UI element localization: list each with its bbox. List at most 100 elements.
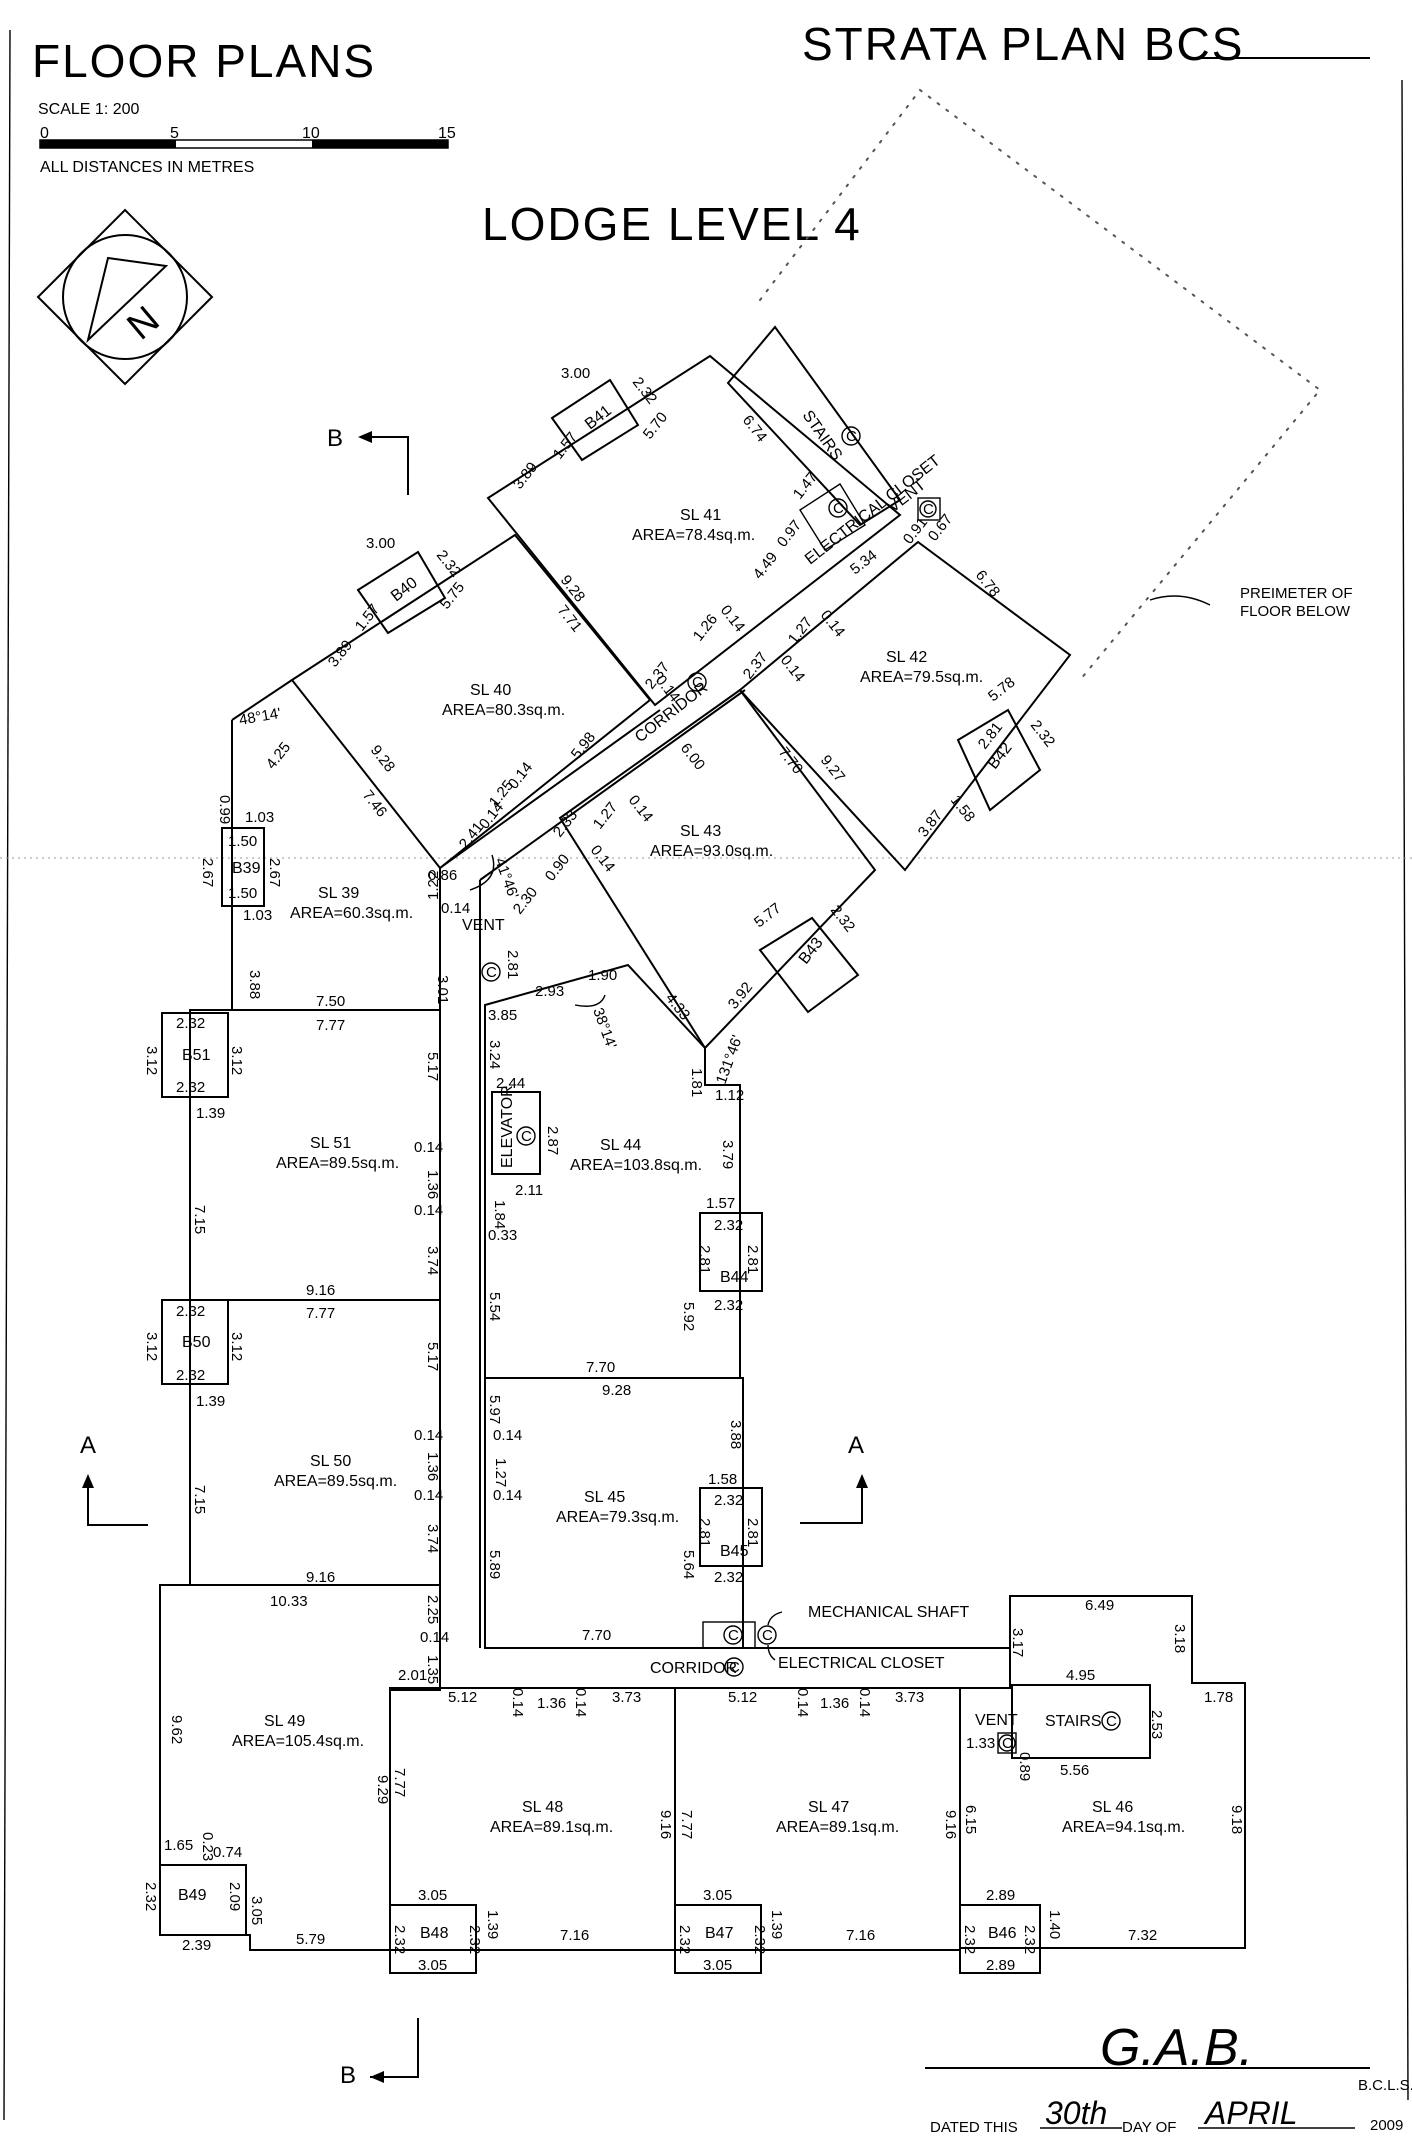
page-right-edge [1401, 79, 1409, 2101]
dim-sl44-554: 5.54 [486, 1292, 503, 1321]
locker-b50 [161, 1299, 229, 1385]
dim-b49-239: 2.39 [182, 1937, 211, 1954]
angle-48-14: 48°14' [238, 705, 283, 729]
dated-month: APRIL [1203, 2095, 1297, 2131]
dim-b49-074: 0.74 [213, 1844, 242, 1861]
locker-b47 [674, 1904, 762, 1974]
scale-tick-0: 0 [40, 125, 49, 142]
dim-sl45-589: 5.89 [486, 1550, 503, 1579]
sl40-label: SL 40 [470, 682, 511, 699]
dim-sl48-014a: 0.14 [509, 1688, 526, 1717]
b49-label: B49 [178, 1887, 207, 1904]
dim-b50-232-bot: 2.32 [176, 1367, 205, 1384]
sl43-area: AREA=93.0sq.m. [650, 843, 773, 860]
locker-b49 [159, 1864, 247, 1936]
dim-sl50-014b: 0.14 [414, 1487, 443, 1504]
dim-b43-577: 5.77 [751, 900, 784, 931]
dim-sl39-122: 1.22 [425, 871, 442, 900]
elevator-outline [491, 1091, 541, 1175]
dim-sl51-750: 7.50 [316, 993, 345, 1010]
sl47-area: AREA=89.1sq.m. [776, 1819, 899, 1836]
dim-vent-133: 1.33 [966, 1735, 995, 1752]
level-title: LODGE LEVEL 4 [482, 198, 862, 250]
locker-b44 [699, 1212, 763, 1292]
dim-sl41-570: 5.70 [640, 409, 671, 442]
dim-sl51-136: 1.36 [424, 1170, 441, 1199]
dim-b39-150-bot: 1.50 [228, 885, 257, 902]
elevator-label: ELEVATOR [499, 1085, 516, 1168]
dim-sl51-139: 1.39 [196, 1105, 225, 1122]
shaft-leaders [767, 1611, 783, 1661]
dim-b49-209: 2.09 [226, 1882, 243, 1911]
dim-sl43-127: 1.27 [590, 799, 621, 832]
scale-label: SCALE 1: 200 [38, 101, 140, 118]
dim-b39-103-top: 1.03 [245, 809, 274, 826]
stairs-se-label: STAIRS [1045, 1713, 1102, 1730]
dim-b48-232-right: 2.32 [466, 1925, 483, 1954]
locker-b43 [758, 916, 860, 1014]
dim-b44-281-right: 2.81 [744, 1245, 761, 1274]
dim-sl43-014: 0.14 [625, 792, 656, 825]
dim-sl39-928: 9.28 [367, 742, 398, 775]
scale-tick-10: 10 [302, 125, 320, 142]
dim-b41-top: 3.00 [561, 365, 590, 382]
common-property-marker-label: C [846, 428, 857, 445]
dim-sl46-649: 6.49 [1085, 1597, 1114, 1614]
dim-sl42-237: 2.37 [740, 649, 771, 682]
perimeter-leader [1149, 595, 1211, 606]
dim-sl51-014a: 0.14 [414, 1139, 443, 1156]
dim-sl43-014b: 0.14 [587, 842, 618, 875]
unit-labels: SL 41 AREA=78.4sq.m. SL 42 AREA=79.5sq.m… [232, 507, 1185, 1836]
dim-sl48-136: 1.36 [537, 1695, 566, 1712]
section-marker-b-bottom: B [340, 2018, 419, 2089]
section-b-bottom-letter: B [340, 2062, 356, 2089]
south-row [389, 1595, 1246, 1974]
scale-tick-15: 15 [438, 125, 456, 142]
dim-b45-281-left: 2.81 [696, 1518, 713, 1547]
dim-sl47-716: 7.16 [846, 1927, 875, 1944]
section-b-top-letter: B [327, 425, 343, 452]
dim-sl39-014: 0.14 [441, 900, 470, 917]
dim-sl51-517: 5.17 [424, 1052, 441, 1081]
dim-b39-150-top: 1.50 [228, 833, 257, 850]
dim-sl47-373: 3.73 [895, 1689, 924, 1706]
sl41-area: AREA=78.4sq.m. [632, 527, 755, 544]
dated-day-of: DAY OF [1122, 2119, 1176, 2136]
perimeter-floor-below [759, 88, 1322, 681]
dim-b39-267-left: 2.67 [199, 858, 216, 887]
dim-sl49-579: 5.79 [296, 1931, 325, 1948]
angle-arc-2 [574, 994, 606, 1007]
dim-sl45-388: 3.88 [727, 1420, 744, 1449]
common-property-marker-label: C [486, 964, 497, 981]
sl45-label: SL 45 [584, 1489, 625, 1506]
dim-sl48-373: 3.73 [612, 1689, 641, 1706]
dim-sl45-127: 1.27 [492, 1458, 509, 1487]
sl42-label: SL 42 [886, 649, 927, 666]
common-markers: C C C C C C C C C C C [481, 426, 1121, 1752]
sl45-area: AREA=79.3sq.m. [556, 1509, 679, 1526]
section-a-right-letter: A [848, 1432, 864, 1459]
dim-sl45-770: 7.70 [586, 1359, 615, 1376]
dim-sl50-374: 3.74 [424, 1524, 441, 1553]
dim-sl41-449: 4.49 [750, 549, 781, 582]
dim-sl46-317: 3.17 [1009, 1628, 1026, 1657]
dim-elev-211: 2.11 [515, 1182, 543, 1199]
dim-sl50-517: 5.17 [424, 1342, 441, 1371]
dim-b46-232-left: 2.32 [961, 1925, 978, 1954]
dim-sl49-225: 2.25 [424, 1595, 441, 1624]
dim-sl49-135: 1.35 [424, 1655, 441, 1684]
dim-b39-099: 0.99 [216, 795, 233, 824]
dim-sl50-916-bot: 9.16 [306, 1569, 335, 1586]
dim-sl51-014b: 0.14 [414, 1202, 443, 1219]
dim-b45-281-right: 2.81 [744, 1518, 761, 1547]
dim-sl45-014a: 0.14 [493, 1427, 522, 1444]
dim-b44-232-top: 2.32 [714, 1217, 743, 1234]
dim-sl46-318: 3.18 [1171, 1624, 1188, 1653]
dim-sl44-293: 2.93 [535, 983, 564, 1000]
dim-sl41-126: 1.26 [690, 611, 721, 644]
dim-b47-232-left: 2.32 [676, 1925, 693, 1954]
b51-label: B51 [182, 1047, 211, 1064]
sl41-label: SL 41 [680, 507, 721, 524]
angle-38-14: 38°14' [589, 1006, 619, 1052]
